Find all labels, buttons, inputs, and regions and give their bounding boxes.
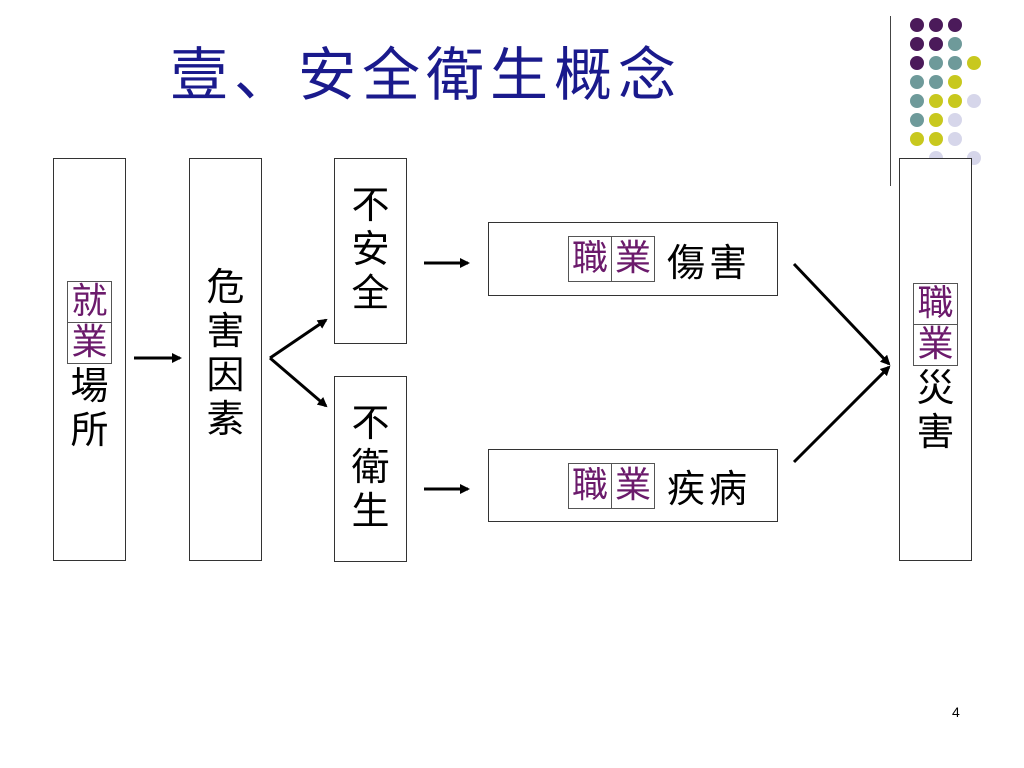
hazard-char: 素: [206, 397, 245, 441]
decorative-dot: [948, 132, 962, 146]
unhygienic-char: 生: [351, 489, 390, 533]
decorative-dot: [910, 56, 924, 70]
injury-highlight-char: 職: [569, 237, 612, 281]
decorative-dot: [948, 75, 962, 89]
decorative-dot: [929, 75, 943, 89]
workplace-char: 場: [70, 364, 109, 408]
unsafe-char: 不: [351, 183, 390, 227]
decorative-dot: [948, 94, 962, 108]
decorative-dot: [929, 37, 943, 51]
decorative-dot: [929, 132, 943, 146]
arrow-hazard-to-unsafe: [269, 318, 328, 360]
workplace-char: 所: [70, 408, 109, 452]
disaster-char: 害: [916, 410, 955, 454]
arrow-disease-to-disaster: [792, 365, 891, 464]
unhygienic-char: 衛: [351, 445, 390, 489]
unhygienic-char: 不: [351, 401, 390, 445]
decorative-dot: [910, 37, 924, 51]
arrow-injury-to-disaster: [792, 262, 891, 366]
decorative-dot: [910, 113, 924, 127]
workplace-highlight-char: 就: [68, 282, 111, 323]
decorative-dot: [948, 37, 962, 51]
decorative-dot-grid: [900, 10, 1010, 170]
disease-highlight: 職 業: [567, 462, 655, 509]
decorative-dot: [910, 132, 924, 146]
workplace-highlight-char: 業: [71, 322, 108, 363]
disease-label: 疾病: [666, 467, 751, 511]
decorative-dot: [929, 18, 943, 32]
unhygienic-box: 不 衛 生: [334, 376, 407, 562]
disaster-highlight-char: 業: [917, 324, 954, 365]
unsafe-char: 安: [351, 227, 390, 271]
workplace-highlight: 就 業: [67, 281, 112, 364]
disaster-highlight: 職 業: [913, 283, 958, 366]
hazard-factors-box: 危 害 因 素: [189, 158, 262, 561]
decorative-dot: [948, 113, 962, 127]
injury-label: 傷害: [666, 240, 751, 285]
decorative-dot: [967, 94, 981, 108]
unsafe-char: 全: [351, 271, 390, 315]
decorative-dot: [948, 56, 962, 70]
injury-highlight: 職 業: [567, 236, 655, 282]
decorative-dot: [948, 18, 962, 32]
disaster-highlight-char: 職: [914, 284, 957, 325]
hazard-char: 害: [206, 309, 245, 353]
title-divider: [890, 16, 891, 186]
arrow-hazard-to-unhygienic: [269, 356, 328, 408]
disease-highlight-char: 職: [569, 463, 612, 508]
injury-highlight-char: 業: [614, 238, 651, 279]
disaster-char: 災: [916, 366, 955, 410]
decorative-dot: [910, 94, 924, 108]
decorative-dot: [929, 113, 943, 127]
slide-title: 壹、安全衛生概念: [170, 41, 683, 109]
hazard-char: 危: [206, 265, 245, 309]
decorative-dot: [967, 56, 981, 70]
unsafe-box: 不 安 全: [334, 158, 407, 344]
occupational-injury-box: 職 業 傷害: [488, 222, 778, 296]
workplace-box: 就 業 場 所: [53, 158, 126, 561]
occupational-disease-box: 職 業 疾病: [488, 449, 778, 522]
decorative-dot: [910, 75, 924, 89]
decorative-dot: [929, 56, 943, 70]
disease-highlight-char: 業: [614, 464, 651, 506]
hazard-char: 因: [206, 353, 245, 397]
occupational-disaster-box: 職 業 災 害: [899, 158, 972, 561]
page-number: 4: [952, 704, 960, 720]
decorative-dot: [929, 94, 943, 108]
decorative-dot: [910, 18, 924, 32]
